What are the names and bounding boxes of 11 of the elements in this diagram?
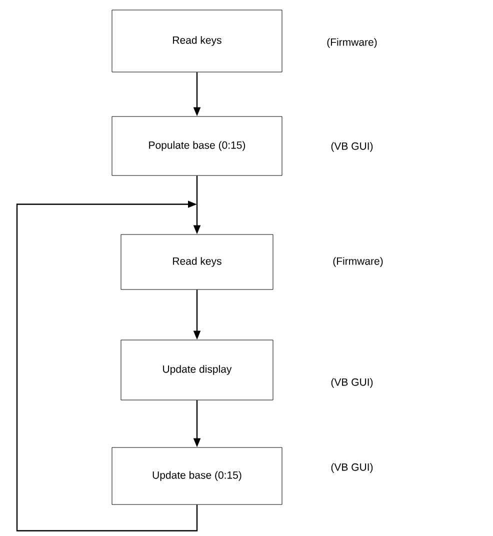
- side-label: (Firmware): [333, 257, 383, 267]
- process-box: Read keys: [112, 10, 282, 72]
- process-box: Populate base (0:15): [112, 116, 282, 176]
- arrow: [16, 200, 198, 532]
- process-box: Update display: [120, 340, 274, 400]
- side-label: (VB GUI): [331, 142, 373, 152]
- side-label: (VB GUI): [331, 463, 373, 473]
- process-box: Update base (0:15): [112, 447, 282, 505]
- side-label: (VB GUI): [331, 378, 373, 388]
- process-box: Read keys: [120, 234, 274, 290]
- side-label: (Firmware): [327, 38, 377, 48]
